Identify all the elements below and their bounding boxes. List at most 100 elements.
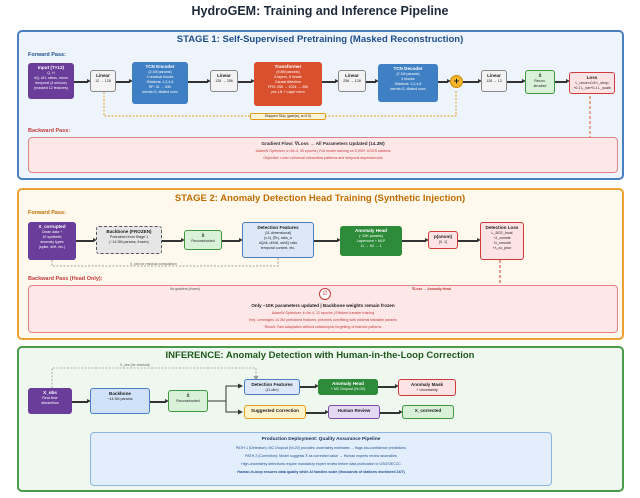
node-line: anomaly types [40,239,64,244]
stage2-backward-panel [28,285,618,333]
node-title: Backbone (FROZEN) [106,229,152,234]
node-title: Linear [96,73,110,78]
node-line: Real-time [42,396,58,401]
deployment-panel [90,432,552,486]
stage2-frozen-marker: ∅ [319,288,331,300]
node-line: (9.8M params) [276,70,300,75]
inference-title: INFERENCE: Anomaly Detection with Human-… [165,350,475,361]
node-line: dQ/dt, dH/dt, wl/dQ ratio [258,240,298,245]
node-line: streamflow [41,401,59,406]
stage1-xhat-node: X̂Recon-structed [525,70,555,94]
node-line: L_recon=0.8 L_temp [575,81,609,86]
node-title: X_obs [43,390,57,395]
node-line: FFN: 256 → 1024 → 256 [267,84,309,89]
stage2-backward-label: Backward Pass (Head Only): [28,276,103,282]
node-title: X_corrected [414,408,442,413]
node-line: structed [533,84,547,89]
inference-review-node: Human Review [328,405,380,419]
deployment-line-3: High-uncertainty detections require mand… [241,462,401,466]
stage2-panom-node: p(anom)[0, 1] [428,231,458,249]
node-line: 12 → 128 [95,79,111,84]
node-line: (~14.3M params, frozen) [109,240,149,245]
node-line: +λ_consist [493,236,511,241]
node-line: 128 → 256 [215,79,233,84]
inference-residual-note: X_obs (for residual) [120,363,150,367]
node-title: X_corrupted [38,224,66,229]
page-title: HydroGEM: Training and Inference Pipelin… [191,4,449,18]
stage1-optimizer: AdamW Optimizer, lr=5e-4, 30 epochs | Fu… [255,149,391,153]
node-title: Detection Loss [485,225,519,230]
node-line: (2.1M params) [396,72,420,77]
stage1-title: STAGE 1: Self-Supervised Pretraining (Ma… [176,34,464,45]
node-line: Reconstructed [191,239,215,244]
inference-anomaly-head-node: Anomaly Head+ MC Dropout (N=20) [318,379,378,395]
node-title: X̂ [538,73,542,78]
inference-xhat-node: X̂Reconstructed [168,390,208,412]
node-line: kernel=3, dilated conv [142,89,178,94]
node-line: (masked 12 features) [34,85,68,90]
stage2-optimizer: AdamW Optimizer, lr=5e-4, 12 epochs | Ef… [271,311,375,315]
stage1-tcn-encoder-node: TCN Encoder(2.1M params)4 residual block… [132,62,188,104]
stage1-transformer-node: Transformer(9.8M params)6 layers, 8 head… [254,62,322,106]
inference-backbone-node: Backbone~14.3M params [90,388,150,414]
node-title: Transformer [274,64,302,69]
stage2-anomaly-head-node: Anomaly Head(~10K params)Layernorm + MLP… [340,226,402,256]
inference-corrected-node: X_corrected [402,405,454,419]
stage2-no-gradient-note: No gradient (frozen) [170,287,201,291]
node-line: Recon- [534,79,546,84]
node-title: Anomaly Head [332,381,364,386]
node-line: + Uncertainty [416,388,438,393]
node-title: p(anom) [433,234,453,239]
inference-features-node: Detection Features(11-dim) [244,379,300,395]
stage2-only-head: Only ~10K parameters updated | Backbone … [251,303,395,308]
deployment-title: Production Deployment: Quality Assurance… [261,437,381,442]
node-line: (2.1M params) [148,70,172,75]
node-line: temporal context, etc. [260,245,296,250]
node-line: pre-LN + Layer norm [271,89,305,94]
node-line: +λ_cc_prior [492,245,512,250]
inference-mask-node: Anomaly Mask+ Uncertainty [398,379,456,396]
stage1-skip-label: Skipped Skip (gate(s), a=0.9) [250,113,326,121]
stage2-xhat-node: X̂Reconstructed [184,230,222,250]
node-line: Pretrained from Stage 1 [109,235,149,240]
node-line: (11-dim) [265,388,279,393]
node-line: (spike, drift, etc.) [38,244,66,249]
stage2-gradient-label: ∇Loss → Anomaly Head [412,287,451,291]
node-line: |x-x̂|, |∇x|, ratio_σ [264,236,292,241]
deployment-line-2: PATH 2 (Correction): Model suggests X̂ a… [245,454,397,458]
stage1-backward-panel [28,137,618,173]
stage1-backward-label: Backward Pass: [28,128,71,134]
stage1-gradient-flow: Gradient Flow: ∇Loss → All Parameters Up… [261,141,385,146]
stage2-forward-label: Forward Pass: [28,210,66,216]
node-title: Human Review [337,408,371,413]
node-line: 4 residual blocks [146,75,174,80]
node-title: Linear [345,73,359,78]
node-title: Backbone [109,391,131,396]
node-line: kernel=3, dilated conv [390,86,426,91]
node-line: + MC Dropout (N=20) [330,387,366,392]
stage2-title: STAGE 2: Anomaly Detection Head Training… [174,193,466,204]
stage2-features-node: Detection Features(11-dimensional)|x-x̂|… [242,222,314,258]
node-title: TCN Decoder [393,66,423,71]
node-line: 4 blocks [401,77,415,82]
node-title: Linear [217,73,231,78]
stage1-objective: Objective: Learn universal streamflow pa… [263,156,383,160]
node-line: (~10K params) [359,234,383,239]
node-title: Anomaly Head [355,228,387,233]
node-line: ~14.3M params [107,397,133,402]
inference-suggested-node: Suggested Correction [244,405,306,419]
node-title: Detection Features [257,225,299,230]
stage2-key-insight: Key: Leverages 14.3M pretrained features… [248,318,398,322]
node-line: 10 synthetic [42,235,62,240]
node-line: +0.1 L_var+0.1 L_scale [573,86,611,91]
node-line: Clean data + [41,230,63,235]
node-line: Layernorm + MLP [356,239,386,244]
node-line: Dilations: 1,2,4,8 [146,79,174,84]
